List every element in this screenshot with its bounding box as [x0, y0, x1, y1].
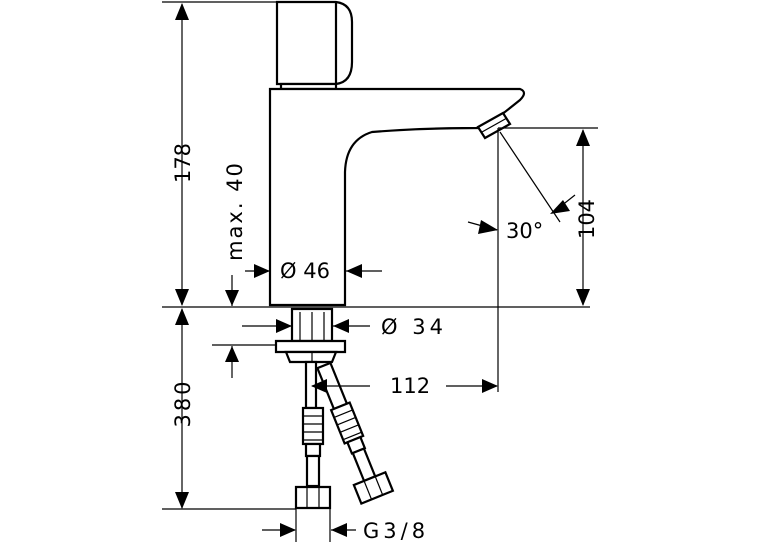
dimension-diameter-46: [245, 264, 382, 278]
faucet-body: [268, 0, 526, 307]
label-overall-height: 178: [171, 143, 195, 183]
faucet-base-assembly: [274, 307, 395, 510]
dimension-104: [576, 129, 590, 306]
left-hose-nut: [294, 485, 332, 510]
dimension-30-degree: [467, 194, 576, 234]
label-projection: 112: [390, 374, 430, 398]
dimension-shank-height: [225, 346, 239, 378]
label-spout-height: 104: [575, 199, 599, 239]
dimension-112: [311, 379, 498, 393]
label-body-diameter: Ø 46: [280, 259, 330, 283]
label-spray-angle: 30°: [506, 219, 543, 243]
dimension-g3-8: [262, 523, 356, 537]
reference-lines: [162, 1, 598, 542]
push-button-cap: [275, 0, 354, 86]
label-hose-length: 380: [171, 378, 195, 427]
right-hose-nut: [352, 470, 395, 505]
faucet-spout-body: [268, 87, 526, 307]
label-shank-diameter: Ø 34: [381, 315, 447, 339]
left-hose: [294, 406, 332, 510]
label-max-depth: max. 40: [223, 161, 247, 261]
dimension-380: [175, 308, 189, 509]
dimension-178: [175, 3, 189, 306]
label-connection-thread: G3/8: [363, 519, 429, 543]
mounting-plate: [274, 339, 347, 354]
dimension-max-40: [225, 275, 239, 306]
dimension-diameter-34: [242, 319, 370, 333]
